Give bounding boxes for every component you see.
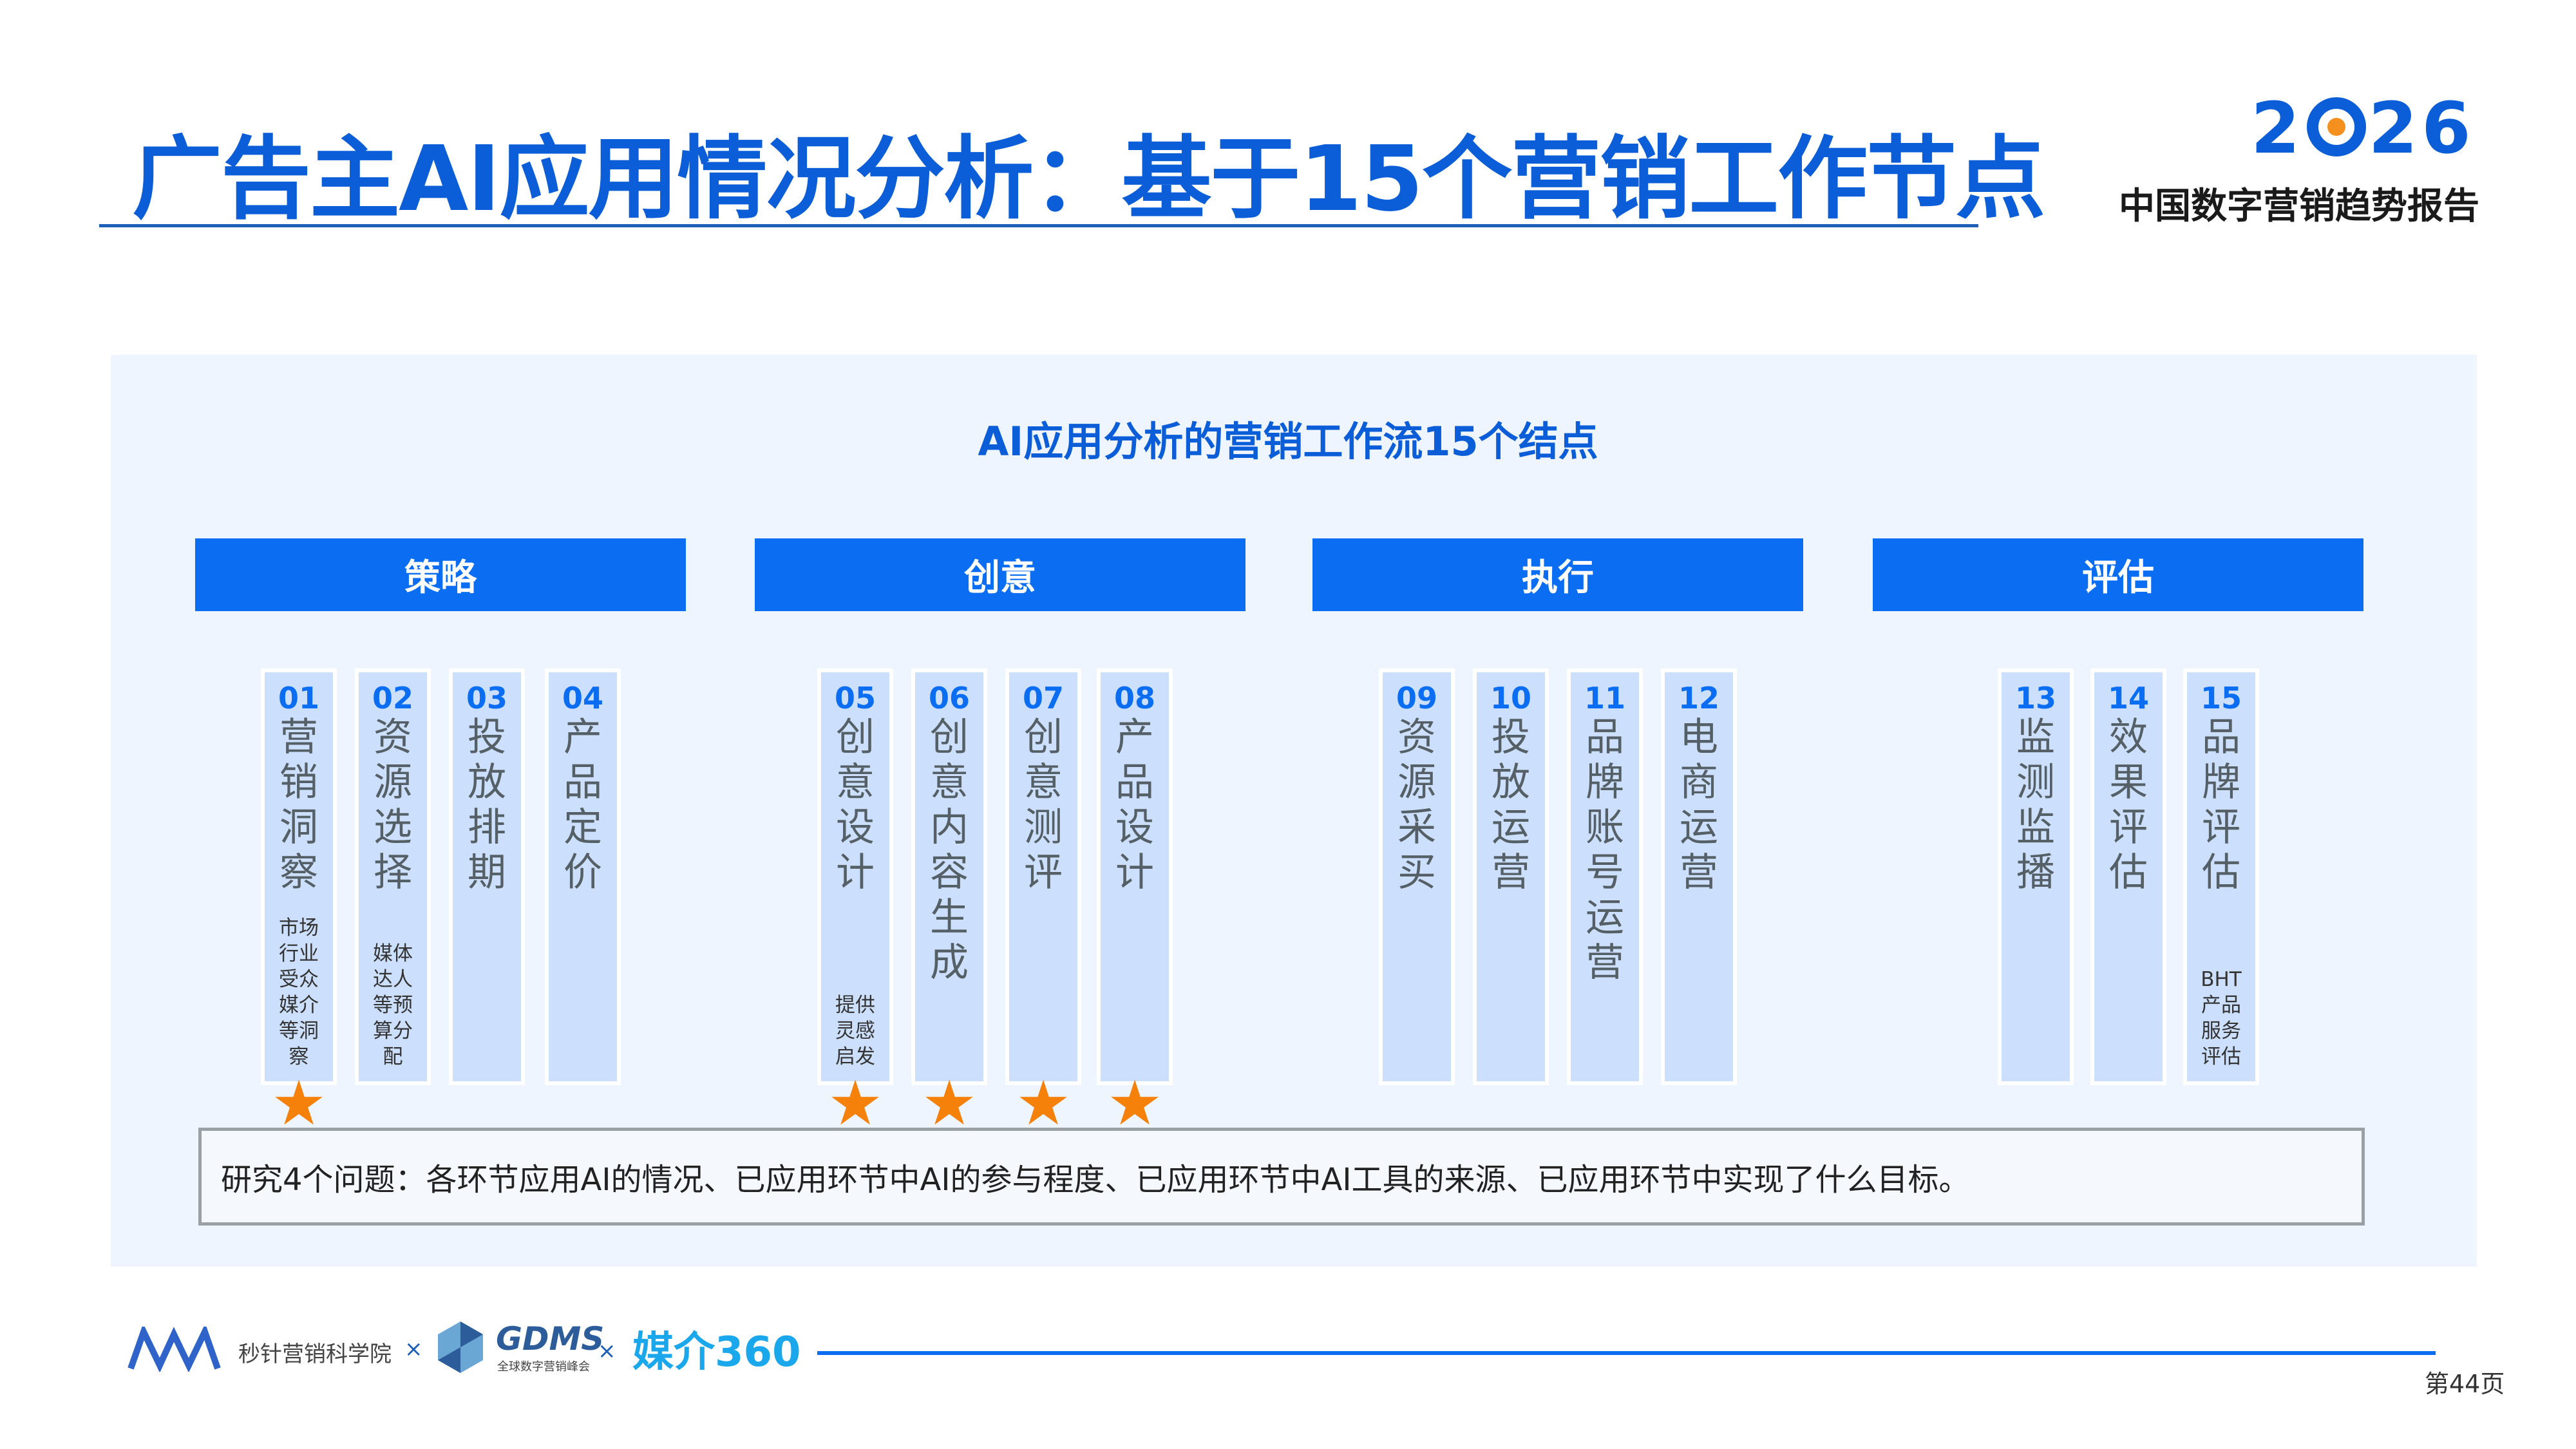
page-number: 第44页 — [2425, 1370, 2505, 1398]
node-number: 12 — [1678, 681, 1719, 715]
node-label: 效果评估 — [2109, 715, 2148, 895]
node-label: 营销洞察 — [279, 715, 318, 895]
node-note: 提供灵感启发 — [835, 994, 875, 1068]
category-header: 评估 — [1873, 538, 2363, 611]
node-label: 资源采买 — [1397, 715, 1436, 895]
node-number: 06 — [928, 681, 970, 715]
node-number: 07 — [1022, 681, 1064, 715]
node-number: 03 — [466, 681, 507, 715]
node-number: 10 — [1490, 681, 1531, 715]
node-number: 08 — [1113, 681, 1155, 715]
research-questions-box: 研究4个问题：各环节应用AI的情况、已应用环节中AI的参与程度、已应用环节中AI… — [198, 1128, 2365, 1226]
node-label: 品牌账号运营 — [1586, 715, 1624, 985]
miaozhen-logo-icon — [128, 1323, 221, 1374]
gdms-logo-icon — [438, 1321, 483, 1376]
node-number: 04 — [562, 681, 603, 715]
node-label: 投放运营 — [1492, 715, 1530, 895]
star-icon: ★ — [1015, 1067, 1072, 1139]
separator: × — [404, 1336, 423, 1362]
node-label: 产品设计 — [1115, 715, 1154, 895]
research-questions: 研究4个问题：各环节应用AI的情况、已应用环节中AI的参与程度、已应用环节中AI… — [221, 1162, 1970, 1198]
node-label: 品牌评估 — [2202, 715, 2240, 895]
page-title: 广告主AI应用情况分析：基于15个营销工作节点 — [132, 127, 2045, 232]
partner-meijie360: 媒介360 — [632, 1329, 801, 1376]
category-header: 执行 — [1312, 538, 1803, 611]
node-label: 创意设计 — [836, 715, 875, 895]
node-label: 创意测评 — [1024, 715, 1063, 895]
logo-digit: 2 — [2251, 87, 2304, 169]
category-header: 创意 — [755, 538, 1245, 611]
logo-digits: 26 — [2368, 87, 2475, 169]
star-icon: ★ — [1106, 1067, 1163, 1139]
star-icon: ★ — [270, 1067, 327, 1139]
node-number: 01 — [278, 681, 319, 715]
title-underline — [99, 224, 1978, 227]
node-label: 监测监播 — [2016, 715, 2055, 895]
node-number: 09 — [1396, 681, 1437, 715]
report-subtitle: 中国数字营销趋势报告 — [2119, 185, 2479, 227]
footer-divider — [817, 1351, 2436, 1355]
partner-miaozhen: 秒针营销科学院 — [238, 1341, 392, 1367]
star-icon: ★ — [827, 1067, 884, 1139]
node-number: 02 — [372, 681, 413, 715]
report-logo: 2 26 — [2251, 87, 2475, 169]
logo-ring-icon — [2306, 97, 2366, 156]
node-number: 14 — [2107, 681, 2149, 715]
node-number: 15 — [2200, 681, 2242, 715]
node-number: 13 — [2014, 681, 2056, 715]
node-label: 产品定价 — [564, 715, 602, 895]
partner-gdms: GDMS — [496, 1320, 605, 1358]
panel-title: AI应用分析的营销工作流15个结点 — [978, 418, 1598, 465]
star-icon: ★ — [921, 1067, 978, 1139]
node-label: 资源选择 — [374, 715, 412, 895]
category-header: 策略 — [195, 538, 686, 611]
node-label: 投放排期 — [468, 715, 506, 895]
separator: × — [598, 1338, 616, 1364]
node-note: 市场行业受众媒介等洞察 — [279, 916, 319, 1068]
node-number: 05 — [834, 681, 876, 715]
node-note: BHT产品服务评估 — [2201, 968, 2242, 1068]
node-number: 11 — [1584, 681, 1625, 715]
partner-gdms-sub: 全球数字营销峰会 — [497, 1360, 590, 1374]
node-note: 媒体达人等预算分配 — [373, 942, 413, 1068]
node-label: 创意内容生成 — [930, 715, 969, 985]
node-label: 电商运营 — [1680, 715, 1718, 895]
